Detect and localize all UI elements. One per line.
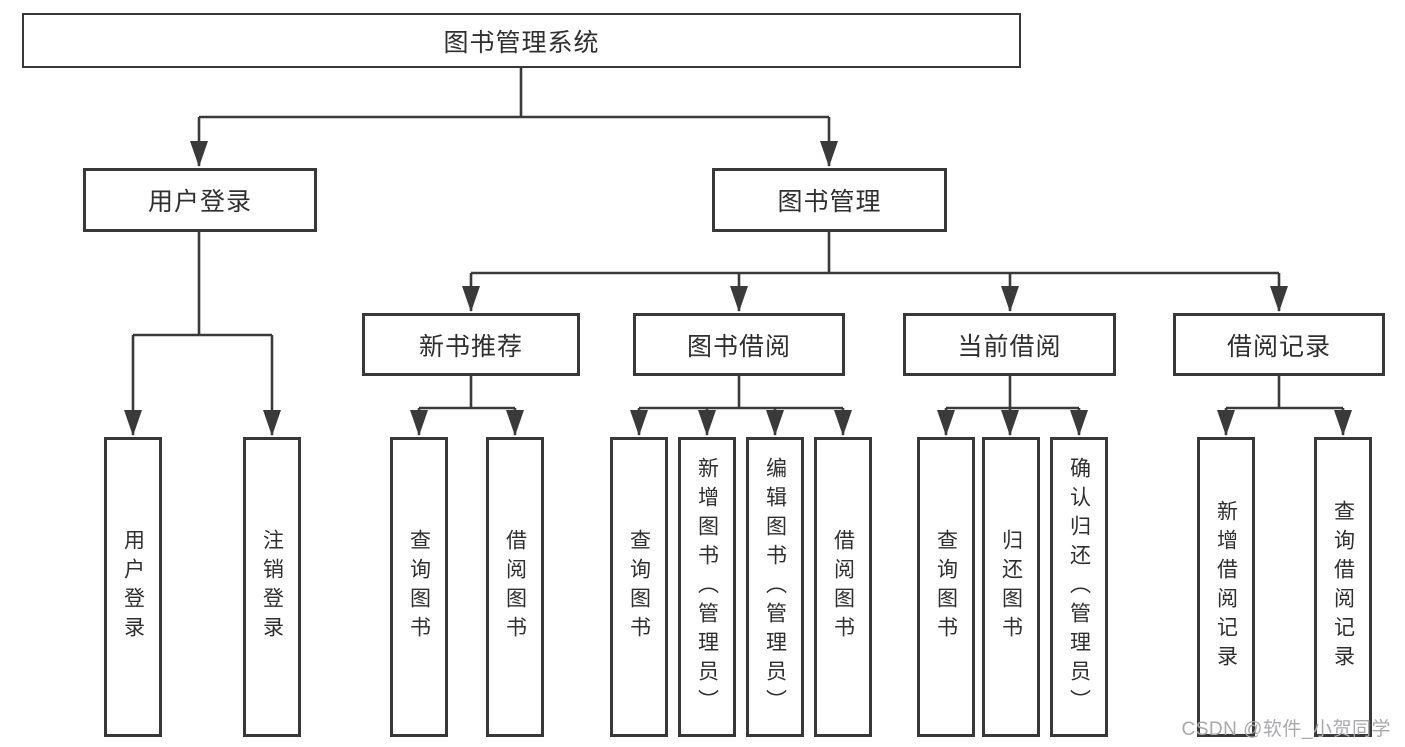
leaf-borrow-borrow-book: 借阅图书 <box>814 437 872 737</box>
leaf-logout-label: 注销登录 <box>260 529 284 645</box>
leaf-current-query-book-label: 查询图书 <box>934 529 958 645</box>
connector-book-management <box>462 232 1288 312</box>
leaf-user-login: 用户登录 <box>104 437 162 737</box>
connector-root <box>190 68 838 167</box>
node-user-login-label: 用户登录 <box>147 188 252 216</box>
leaf-logout: 注销登录 <box>243 437 301 737</box>
leaf-current-return-book-label: 归还图书 <box>999 529 1023 645</box>
leaf-borrow-query-book: 查询图书 <box>610 437 668 737</box>
node-current-borrow: 当前借阅 <box>903 313 1116 376</box>
connector-user-login <box>124 232 281 436</box>
leaf-records-add-record: 新增借阅记录 <box>1197 437 1255 737</box>
leaf-user-login-label: 用户登录 <box>121 529 145 645</box>
node-library-system: 图书管理系统 <box>22 13 1021 68</box>
leaf-borrow-edit-book-admin: 编辑图书（管理员） <box>746 437 804 737</box>
leaf-records-query-record: 查询借阅记录 <box>1314 437 1372 737</box>
connector-current-borrow <box>937 376 1088 436</box>
leaf-current-query-book: 查询图书 <box>917 437 975 737</box>
node-book-borrow: 图书借阅 <box>633 313 845 376</box>
node-borrow-records-label: 借阅记录 <box>1226 332 1331 361</box>
node-new-book-recommend: 新书推荐 <box>362 313 580 376</box>
node-book-borrow-label: 图书借阅 <box>686 332 791 361</box>
connector-borrow-records <box>1217 376 1352 436</box>
leaf-borrow-edit-book-admin-label: 编辑图书（管理员） <box>763 456 787 718</box>
leaf-borrow-add-book-admin-label: 新增图书（管理员） <box>695 456 719 718</box>
connector-new-book-recommend <box>410 376 524 436</box>
connector-book-borrow <box>630 376 852 436</box>
node-borrow-records: 借阅记录 <box>1173 313 1385 376</box>
leaf-newrec-borrow-book-label: 借阅图书 <box>503 529 527 645</box>
leaf-borrow-add-book-admin: 新增图书（管理员） <box>678 437 736 737</box>
node-book-management-label: 图书管理 <box>777 188 882 216</box>
leaf-borrow-borrow-book-label: 借阅图书 <box>831 529 855 645</box>
leaf-newrec-borrow-book: 借阅图书 <box>486 437 544 737</box>
leaf-borrow-query-book-label: 查询图书 <box>627 529 651 645</box>
leaf-records-query-record-label: 查询借阅记录 <box>1331 500 1355 674</box>
leaf-current-confirm-return-admin: 确认归还（管理员） <box>1050 437 1108 737</box>
node-book-management: 图书管理 <box>712 168 947 232</box>
leaf-newrec-query-book-label: 查询图书 <box>407 529 431 645</box>
leaf-current-confirm-return-admin-label: 确认归还（管理员） <box>1067 456 1091 718</box>
leaf-newrec-query-book: 查询图书 <box>390 437 448 737</box>
node-library-system-label: 图书管理系统 <box>443 28 600 57</box>
node-user-login: 用户登录 <box>83 168 317 232</box>
leaf-records-add-record-label: 新增借阅记录 <box>1214 500 1238 674</box>
leaf-current-return-book: 归还图书 <box>982 437 1040 737</box>
node-current-borrow-label: 当前借阅 <box>957 332 1062 361</box>
node-new-book-recommend-label: 新书推荐 <box>418 332 523 361</box>
watermark: CSDN @软件_小贺同学 <box>1181 719 1391 740</box>
